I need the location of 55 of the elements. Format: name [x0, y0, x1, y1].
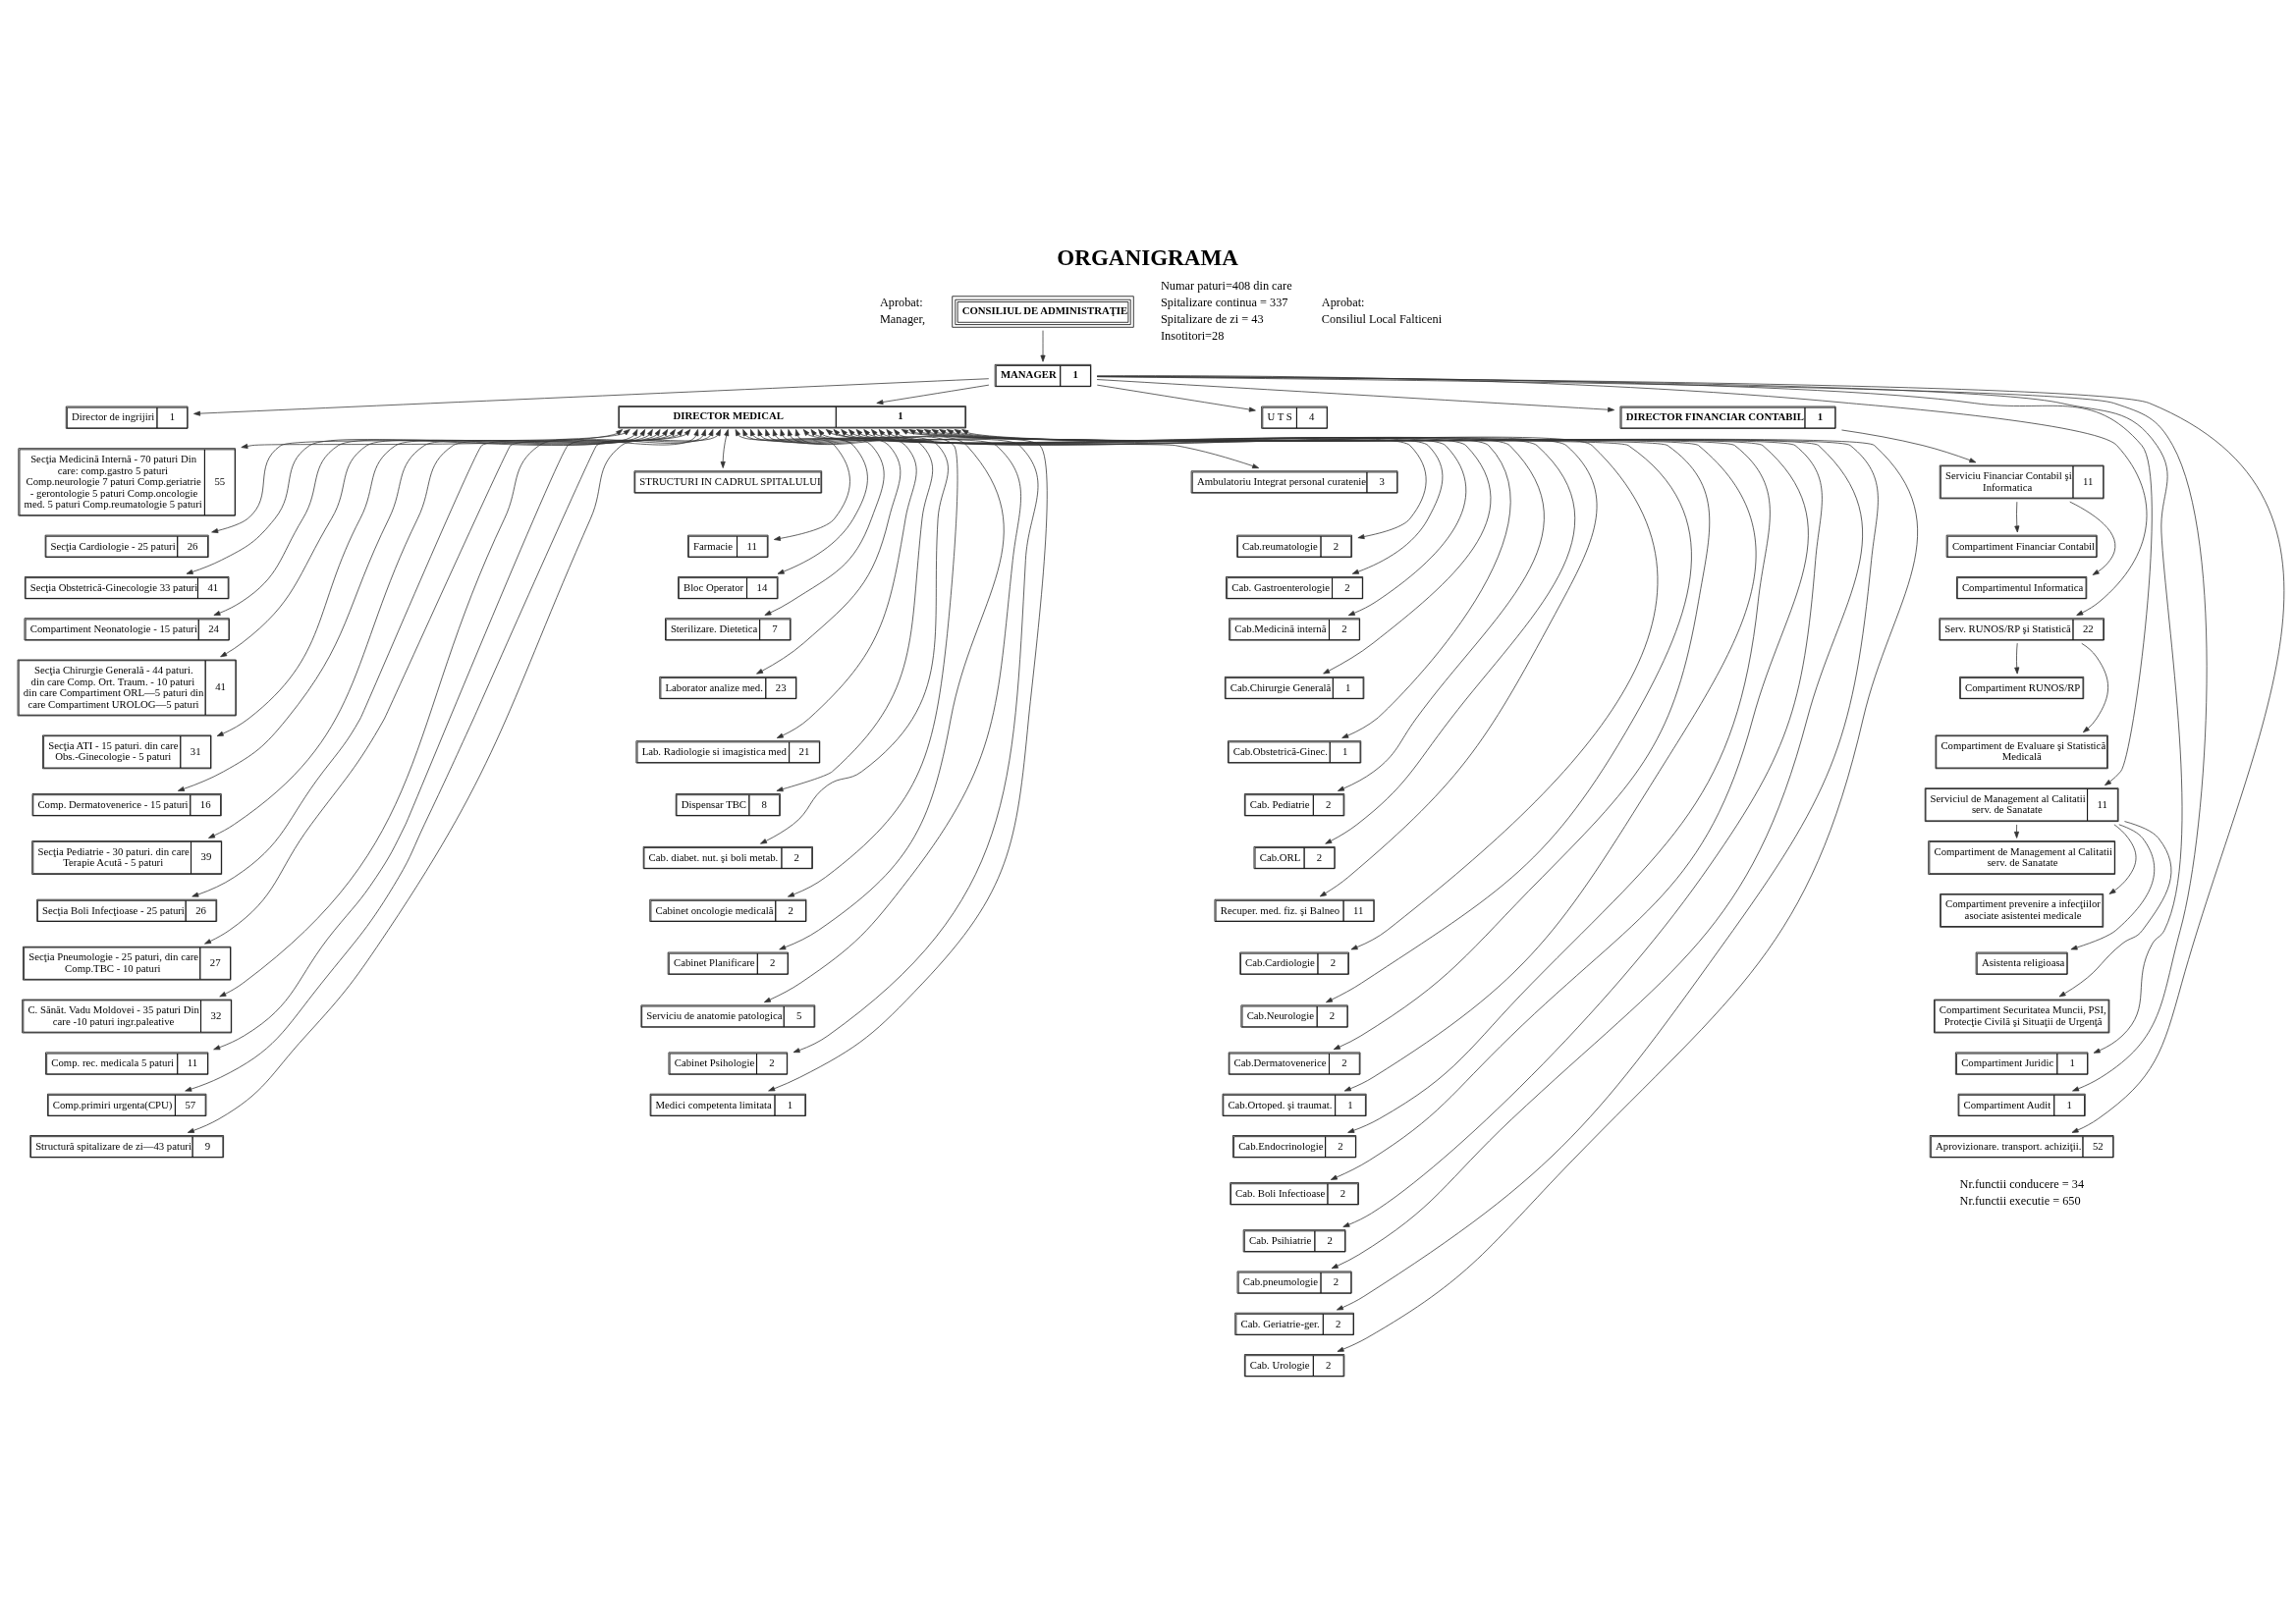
label: Spitalizare continua = 337 [1160, 295, 1288, 309]
arrow [211, 428, 630, 533]
arrow [760, 428, 949, 844]
arrow [871, 428, 1545, 791]
arrow [2013, 824, 2020, 839]
arrow [2108, 823, 2137, 894]
arrow [787, 428, 958, 896]
arrow [2069, 501, 2116, 575]
arrow [213, 428, 646, 616]
arrow [1096, 374, 2148, 616]
arrow [241, 428, 624, 449]
arrow [2070, 823, 2156, 949]
arrow [2081, 642, 2108, 732]
arrow [177, 428, 669, 791]
arrow [848, 428, 1467, 616]
label: Nr.functii executie = 650 [1959, 1193, 2081, 1208]
diagram-title: ORGANIGRAMA [1057, 243, 1238, 270]
arrow [772, 428, 934, 791]
arrow [1096, 384, 1256, 412]
label: Consiliul Local Falticeni [1321, 311, 1443, 326]
arrow [876, 384, 990, 405]
arrow [193, 377, 990, 416]
arrow [855, 428, 1492, 674]
label: Manager, [879, 311, 926, 326]
label: Nr.functii conducere = 34 [1959, 1176, 2085, 1191]
arrow [841, 428, 1444, 574]
label: Aprobat: [879, 295, 923, 309]
arrow [216, 428, 661, 736]
arrow [742, 428, 868, 574]
arrow [863, 428, 1511, 738]
arrow [186, 428, 638, 574]
arrow [2014, 642, 2020, 674]
arrow [1096, 378, 1615, 412]
arrow [756, 428, 902, 675]
arrow [779, 428, 1005, 949]
arrow [763, 428, 1021, 1002]
arrow [825, 428, 1260, 468]
arrow [1841, 429, 1977, 462]
arrow [833, 428, 1427, 539]
arrow [765, 428, 917, 738]
arrow [793, 428, 1039, 1053]
label: Numar paturi=408 din care [1160, 278, 1292, 293]
arrow [2058, 820, 2172, 997]
label: Insotitori=28 [1160, 328, 1225, 343]
arrow [735, 428, 850, 541]
arrow [1096, 375, 2153, 785]
arrow [720, 428, 730, 468]
arrow [1040, 329, 1046, 362]
label: Spitalizare de zi = 43 [1160, 311, 1264, 326]
arrow [2014, 501, 2020, 532]
label: Aprobat: [1321, 295, 1365, 309]
arrow [220, 428, 653, 657]
arrow [750, 428, 885, 616]
arrow [768, 428, 1048, 1091]
arrow [208, 428, 676, 839]
